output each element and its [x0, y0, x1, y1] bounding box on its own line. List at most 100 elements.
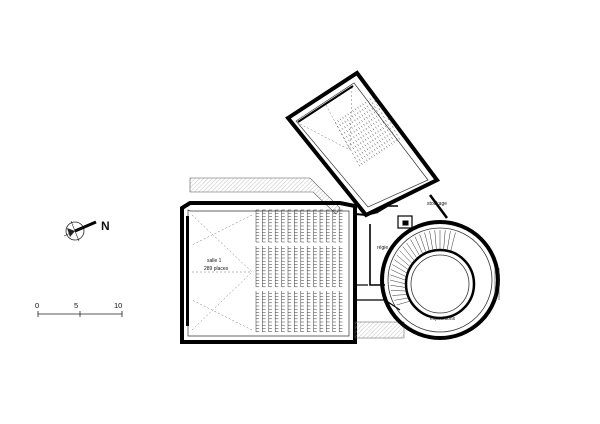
seat — [386, 140, 388, 143]
seat — [343, 137, 346, 140]
seat — [351, 115, 354, 118]
seat — [372, 128, 375, 131]
seat — [350, 132, 353, 135]
seat — [364, 138, 367, 141]
seat — [364, 112, 366, 115]
seat — [370, 118, 373, 121]
seat — [371, 113, 373, 116]
seat — [348, 139, 350, 142]
seat — [374, 132, 377, 135]
salle-1-walls — [180, 201, 357, 344]
stair-tread — [414, 236, 424, 255]
salle-2-walls — [285, 70, 441, 218]
seat — [376, 136, 379, 138]
stair-tread — [396, 300, 411, 306]
seat — [363, 155, 366, 158]
seat — [363, 161, 366, 164]
screen — [186, 216, 189, 326]
seat — [360, 131, 363, 134]
compass-circle — [65, 221, 85, 241]
seat — [356, 155, 359, 157]
seat — [369, 146, 371, 149]
seat — [356, 123, 358, 126]
seat — [379, 128, 382, 131]
seat — [361, 157, 363, 160]
seat — [378, 113, 380, 116]
seat — [378, 145, 381, 148]
seat — [358, 158, 361, 161]
seat — [374, 137, 377, 140]
seat — [354, 151, 357, 154]
seat — [356, 160, 358, 163]
seat — [361, 162, 363, 165]
seat — [390, 142, 393, 145]
terrace — [189, 177, 341, 215]
stair-tread — [390, 284, 407, 288]
seat — [380, 149, 383, 152]
seat — [359, 110, 361, 113]
south-terrace — [354, 321, 405, 339]
salle-1-capacity: 289 places — [204, 266, 229, 272]
seat — [376, 141, 379, 144]
seat — [367, 100, 369, 102]
seat — [370, 130, 372, 132]
seat — [358, 164, 361, 167]
seat — [383, 147, 386, 150]
seat — [383, 142, 386, 145]
seat — [351, 121, 354, 124]
seat — [364, 107, 366, 110]
seat — [385, 114, 388, 117]
seat — [395, 139, 398, 142]
seat — [373, 148, 376, 151]
seat — [357, 138, 360, 141]
seat — [370, 124, 373, 127]
seat — [336, 125, 339, 128]
seat — [398, 137, 400, 140]
seat — [353, 136, 355, 139]
seat — [365, 127, 368, 130]
seat — [364, 101, 367, 104]
seat — [341, 127, 344, 130]
seat — [377, 130, 379, 133]
exhibition-tower — [380, 220, 500, 340]
seat — [368, 126, 370, 129]
seat — [377, 119, 380, 122]
stair-tread — [394, 297, 409, 301]
stair-tread — [394, 259, 410, 271]
seat — [353, 130, 355, 133]
seat — [358, 132, 360, 135]
seat — [355, 140, 357, 142]
seat — [361, 120, 363, 122]
seat — [350, 143, 352, 146]
stair-tread — [424, 232, 430, 252]
seat — [341, 133, 343, 136]
room-label-stockage: stockage — [427, 201, 447, 207]
seat — [369, 141, 372, 144]
seat — [344, 126, 346, 129]
seat — [365, 122, 368, 125]
seat — [345, 141, 348, 144]
seat — [364, 150, 366, 152]
seat — [369, 98, 372, 101]
seat — [352, 152, 354, 155]
seat — [394, 129, 396, 132]
stair-tread — [396, 254, 411, 268]
seat — [349, 111, 352, 114]
seat — [350, 137, 353, 140]
seat — [366, 111, 369, 114]
seat — [351, 126, 353, 129]
seat — [393, 141, 396, 143]
seat — [339, 124, 342, 126]
stair-tread — [434, 230, 437, 251]
seat — [379, 134, 382, 137]
seat — [391, 137, 393, 140]
seat — [391, 131, 394, 134]
seat — [339, 129, 341, 132]
seat — [354, 145, 357, 148]
screen-2 — [297, 85, 354, 123]
seat — [347, 113, 349, 116]
seat — [355, 128, 358, 131]
seat — [353, 125, 356, 127]
seat — [357, 143, 359, 146]
north-label: N — [101, 219, 110, 233]
